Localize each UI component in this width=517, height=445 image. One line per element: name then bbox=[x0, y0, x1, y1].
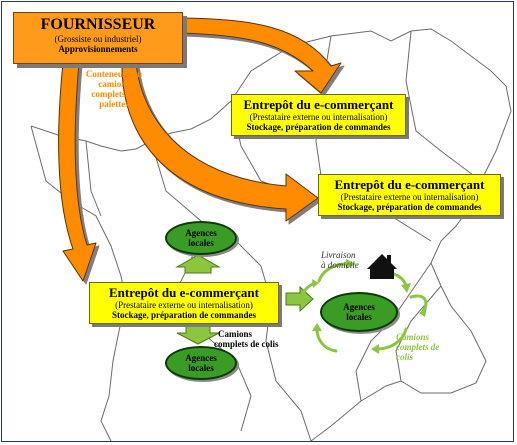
warehouse-tasks: Stockage, préparation de commandes bbox=[112, 310, 256, 320]
loop-arrowhead bbox=[312, 323, 322, 331]
supply-arrows bbox=[58, 17, 342, 282]
supplier-role: Approvisionnements bbox=[58, 44, 138, 54]
warehouse-subtitle: (Prestataire externe ou internalisation) bbox=[115, 300, 253, 310]
trucks-line: Camions bbox=[218, 329, 253, 339]
map-and-arrows bbox=[30, 17, 512, 441]
warehouse-box: Entrepôt du e-commerçant (Prestataire ex… bbox=[318, 174, 501, 216]
arrow-to-warehouse-2 bbox=[180, 17, 342, 94]
warehouse-title: Entrepôt du e-commerçant bbox=[334, 177, 485, 192]
arrow-right-to-agencies bbox=[285, 285, 314, 313]
warehouse-title: Entrepôt du e-commerçant bbox=[109, 285, 259, 300]
arrow-to-warehouse-3 bbox=[121, 62, 319, 222]
agencies-label: locales bbox=[188, 238, 214, 248]
transport-line: Conteneurs ou bbox=[85, 69, 143, 79]
warehouse-box: Entrepôt du e-commerçant (Prestataire ex… bbox=[231, 94, 406, 136]
transport-line: camions bbox=[98, 79, 130, 89]
loop-arrowhead bbox=[401, 283, 411, 293]
supplier-box: FOURNISSEUR (Grossiste ou industriel) Ap… bbox=[13, 12, 183, 64]
warehouse-tasks: Stockage, préparation de commandes bbox=[337, 202, 482, 212]
agencies-label: locales bbox=[346, 312, 372, 322]
agencies-node: Agences locales bbox=[320, 292, 398, 332]
delivery-loop bbox=[317, 262, 351, 283]
region-border bbox=[405, 30, 482, 182]
home-delivery-label: Livraison à domicile bbox=[321, 250, 381, 270]
warehouse-tasks: Stockage, préparation de commandes bbox=[246, 122, 391, 132]
arrow-up-to-agencies bbox=[175, 254, 221, 274]
supplier-title: FOURNISSEUR bbox=[40, 16, 156, 33]
warehouse-title: Entrepôt du e-commerçant bbox=[243, 97, 394, 112]
delivery-loop bbox=[315, 327, 338, 353]
agencies-label: Agences bbox=[185, 353, 217, 363]
trucks-right-label: Camions complets de colis bbox=[396, 332, 456, 362]
loop-arrowhead bbox=[419, 307, 427, 317]
agencies-node: Agences locales bbox=[165, 346, 237, 380]
trucks-right-line: Camions bbox=[396, 332, 430, 342]
house-icon bbox=[367, 254, 397, 279]
arrow-down-to-agencies bbox=[176, 325, 220, 345]
transport-line: palettes bbox=[99, 99, 129, 109]
loop-arrowhead bbox=[346, 259, 356, 269]
agencies-label: locales bbox=[188, 363, 214, 373]
home-line: à domicile bbox=[321, 260, 359, 270]
delivery-loop bbox=[409, 294, 428, 313]
warehouse-subtitle: (Prestataire externe ou internalisation) bbox=[249, 112, 388, 122]
agencies-label: Agences bbox=[343, 302, 375, 312]
arrow-to-warehouse-1 bbox=[58, 62, 97, 282]
trucks-label: Camions complets de colis bbox=[214, 329, 304, 349]
warehouse-subtitle: (Prestataire externe ou internalisation) bbox=[340, 192, 479, 202]
green-flows bbox=[175, 254, 428, 354]
trucks-line: complets de colis bbox=[214, 339, 279, 349]
agencies-label: Agences bbox=[185, 228, 217, 238]
warehouse-box: Entrepôt du e-commerçant (Prestataire ex… bbox=[89, 282, 279, 324]
region-border bbox=[355, 262, 432, 402]
region-border bbox=[85, 140, 102, 217]
loop-arrowhead bbox=[312, 279, 319, 288]
transport-line: complets de bbox=[91, 89, 137, 99]
delivery-loop bbox=[375, 327, 408, 351]
supplier-transport-label: Conteneurs ou camions complets de palett… bbox=[74, 69, 154, 109]
agencies-node: Agences locales bbox=[165, 221, 237, 255]
trucks-right-line: complets de bbox=[396, 342, 440, 352]
home-line: Livraison bbox=[321, 250, 356, 260]
trucks-right-line: colis bbox=[396, 352, 413, 362]
supplier-subtitle: (Grossiste ou industriel) bbox=[54, 34, 142, 44]
loop-arrowhead bbox=[371, 344, 379, 354]
